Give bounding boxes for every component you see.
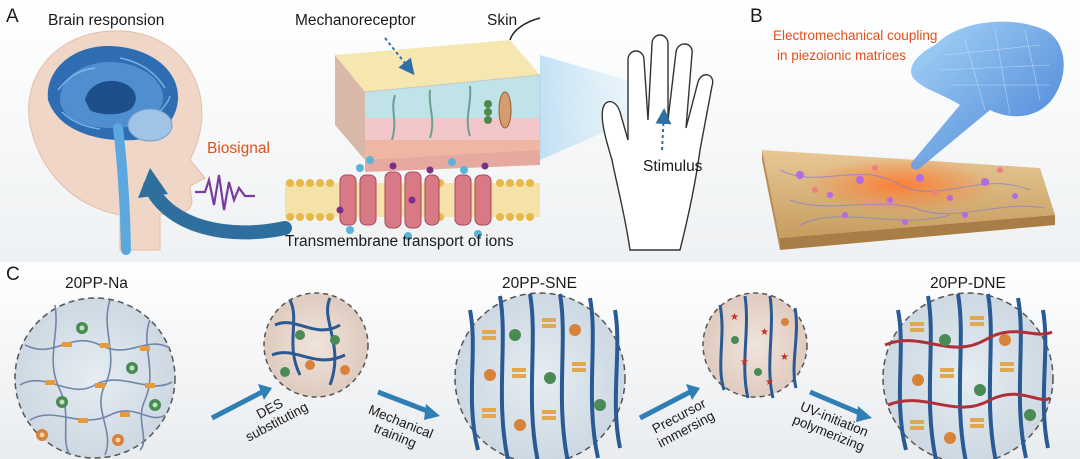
transport-label: Transmembrane transport of ions	[285, 233, 514, 250]
svg-text:★: ★	[730, 312, 739, 323]
stage1-label: 20PP-Na	[65, 275, 128, 292]
stage4-circle: ★ ★ ★ ★ ★	[702, 292, 808, 399]
step4-arrow	[809, 389, 863, 417]
blue-mesh-hand	[910, 21, 1064, 170]
membrane-illustration	[285, 156, 540, 240]
panel-a-letter: A	[6, 6, 19, 27]
svg-text:★: ★	[765, 377, 774, 388]
panel-c-letter: C	[6, 264, 20, 285]
stage5-circle	[882, 292, 1054, 459]
piezoionic-slab-illustration	[762, 150, 1055, 250]
signal-arrow	[143, 179, 292, 240]
svg-text:★: ★	[780, 352, 789, 363]
stage2-circle	[263, 292, 369, 398]
panel-b-caption-line2: in piezoionic matrices	[777, 48, 907, 63]
skin-block-illustration	[335, 17, 541, 172]
panel-b-letter: B	[750, 6, 763, 27]
svg-text:★: ★	[740, 357, 749, 368]
step3-arrow	[638, 389, 692, 421]
stage1-circle	[14, 297, 176, 459]
svg-text:★: ★	[760, 327, 769, 338]
step2-arrow	[377, 389, 431, 415]
skin-label: Skin	[487, 12, 518, 29]
head-illustration	[28, 30, 206, 255]
stage3-label: 20PP-SNE	[502, 275, 577, 292]
stage3-circle	[454, 292, 626, 459]
step1-arrow	[210, 389, 264, 421]
panel-b-caption-line1: Electromechanical coupling	[773, 28, 938, 43]
biosignal-label: Biosignal	[207, 140, 270, 157]
hand-outline	[601, 34, 714, 251]
stimulus-label: Stimulus	[643, 158, 703, 175]
biosignal-wave	[195, 174, 255, 211]
mechanoreceptor-label: Mechanoreceptor	[295, 12, 416, 29]
stage5-label: 20PP-DNE	[930, 275, 1006, 292]
brain-label: Brain responsion	[48, 12, 165, 29]
